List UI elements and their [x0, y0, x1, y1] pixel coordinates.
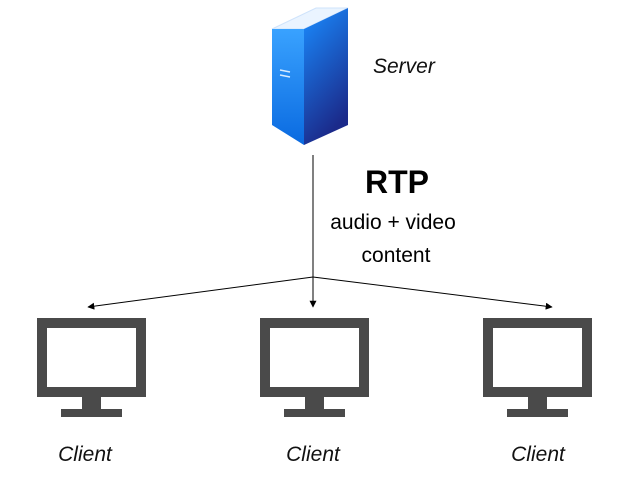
client-2	[260, 318, 369, 417]
client-label-1: Client	[58, 443, 113, 466]
protocol-description-line1: audio + video	[330, 211, 456, 234]
server-label: Server	[373, 55, 436, 78]
arrow-to-client-1	[87, 276, 314, 310]
monitor-icon	[37, 318, 146, 417]
monitor-icon	[483, 318, 592, 417]
monitor-icon	[260, 318, 369, 417]
client-label-2: Client	[286, 443, 341, 466]
protocol-description-line2: content	[362, 244, 431, 267]
protocol-name: RTP	[365, 164, 429, 200]
client-3	[483, 318, 592, 417]
client-1	[37, 318, 146, 417]
client-label-3: Client	[511, 443, 566, 466]
arrow-to-client-3	[312, 276, 553, 310]
server-tower-icon	[271, 7, 349, 145]
connectors	[87, 155, 553, 310]
